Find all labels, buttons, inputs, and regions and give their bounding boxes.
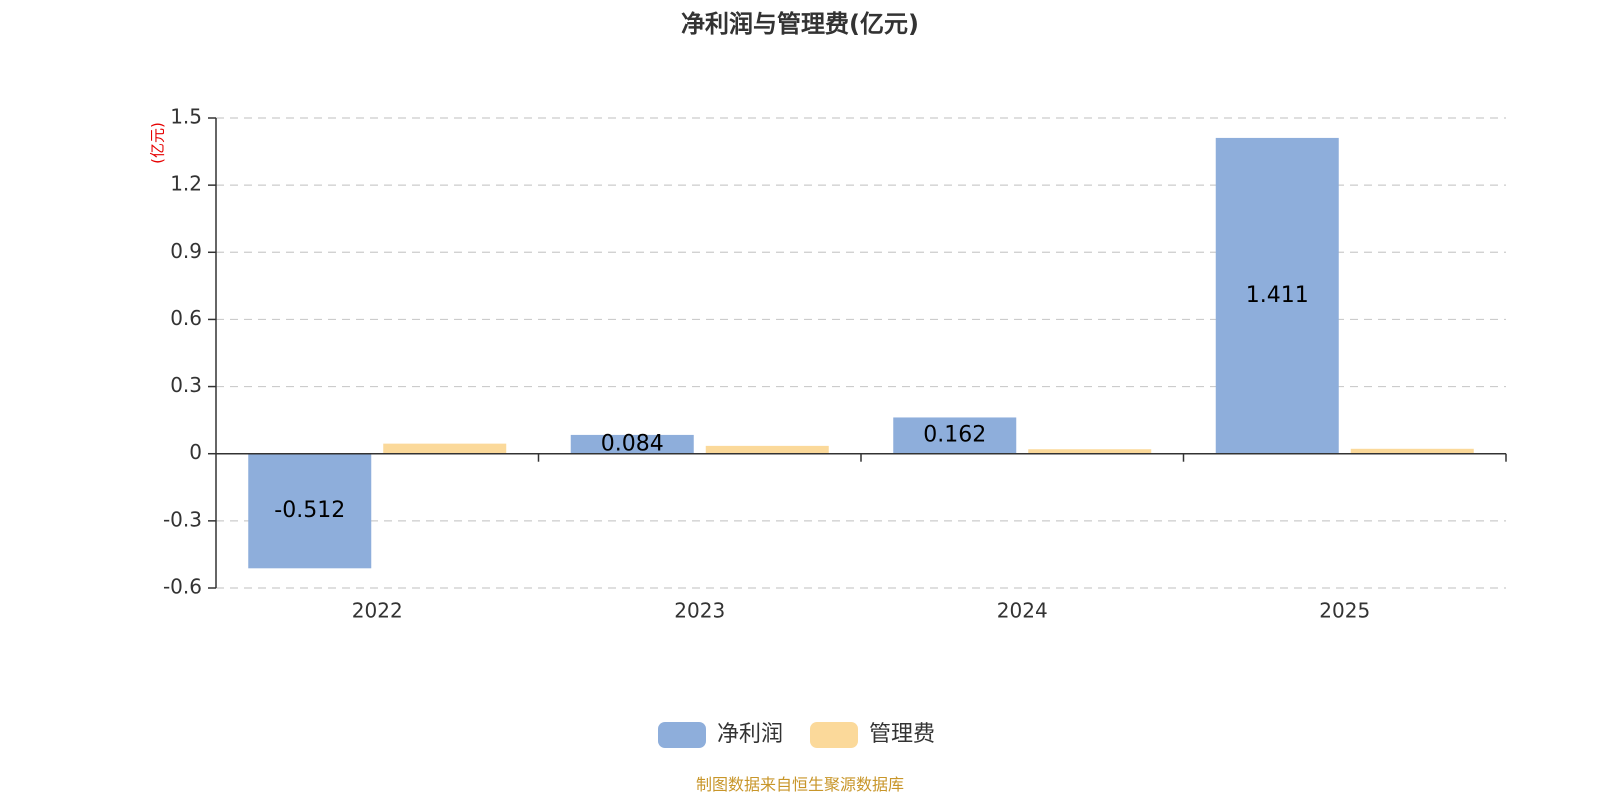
legend-label: 净利润	[717, 722, 783, 747]
bar-net-profit[interactable]	[248, 453, 372, 569]
bar-admin-fee[interactable]	[383, 443, 507, 454]
bar-net-profit[interactable]	[570, 434, 694, 454]
legend-swatch	[810, 722, 858, 748]
y-tick-label: 0.6	[170, 306, 202, 330]
bar-net-profit[interactable]	[1215, 137, 1339, 454]
legend[interactable]: 净利润 管理费	[658, 722, 935, 748]
y-tick-label: -0.6	[163, 575, 202, 599]
bar-data-label: 1.411	[1246, 283, 1309, 308]
grid	[216, 117, 1506, 589]
x-tick-label: 2024	[997, 599, 1048, 623]
x-tick-label: 2023	[674, 599, 725, 623]
source-note: 制图数据来自恒生聚源数据库	[696, 775, 904, 794]
bar-data-label: 0.084	[601, 431, 664, 456]
y-tick-label: 0.3	[170, 373, 202, 397]
bar-admin-fee[interactable]	[1028, 449, 1152, 454]
legend-item[interactable]: 管理费	[810, 722, 935, 748]
x-tick-label: 2022	[352, 599, 403, 623]
bar-admin-fee[interactable]	[705, 445, 829, 454]
data-labels: -0.512 0.084 0.162 1.411	[274, 283, 1308, 523]
y-tick-label: -0.3	[163, 507, 202, 531]
legend-label: 管理费	[869, 722, 935, 747]
y-tick-label: 0	[189, 440, 202, 464]
y-axis-unit-label: (亿元)	[149, 122, 167, 164]
x-tick-label: 2025	[1319, 599, 1370, 623]
legend-swatch	[658, 722, 706, 748]
axes: -0.6 -0.3 0 0.3 0.6 0.9 1.2 1.5 2022 2023 2024 2025	[163, 105, 1507, 623]
bars	[248, 137, 1474, 569]
y-tick-label: 0.9	[170, 239, 202, 263]
legend-item[interactable]: 净利润	[658, 722, 783, 748]
bar-data-label: 0.162	[923, 423, 986, 448]
y-tick-label: 1.5	[170, 105, 202, 129]
bar-admin-fee[interactable]	[1350, 448, 1474, 454]
y-tick-label: 1.2	[170, 172, 202, 196]
bar-data-label: -0.512	[274, 498, 345, 523]
chart-title: 净利润与管理费(亿元)	[681, 10, 919, 38]
bar-net-profit[interactable]	[893, 417, 1017, 454]
